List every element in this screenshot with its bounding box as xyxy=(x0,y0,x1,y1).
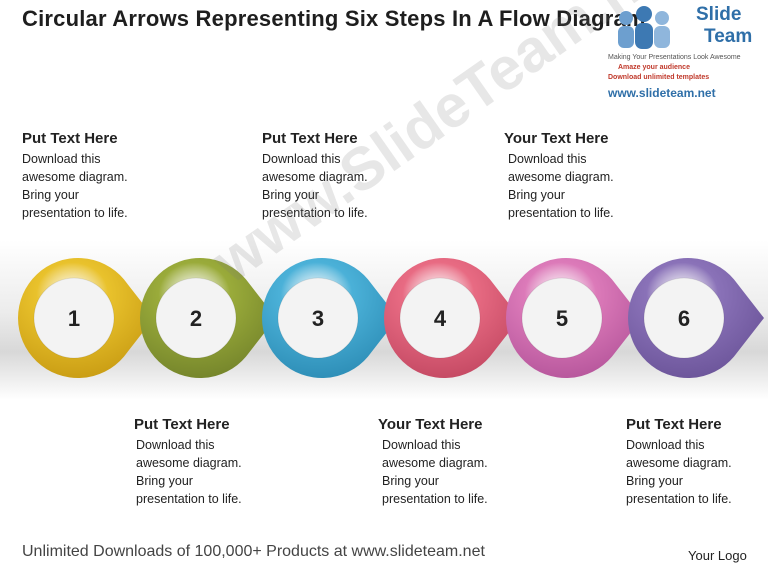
step-3-center xyxy=(277,277,359,359)
text-line: presentation to life. xyxy=(508,206,614,220)
bottom-text-block-1: Put Text Here Download this awesome diag… xyxy=(134,416,274,508)
text-heading: Put Text Here xyxy=(22,130,118,147)
text-line: awesome diagram. xyxy=(382,456,488,470)
logo-tagline: Making Your Presentations Look Awesome xyxy=(608,54,741,61)
step-5-center xyxy=(521,277,603,359)
text-body: Download this awesome diagram. Bring you… xyxy=(504,150,644,222)
text-line: presentation to life. xyxy=(136,492,242,506)
step-5-label: 5 xyxy=(556,306,568,331)
top-text-block-2: Put Text Here Download this awesome diag… xyxy=(262,130,402,222)
text-line: presentation to life. xyxy=(22,206,128,220)
step-1-label: 1 xyxy=(68,306,80,331)
logo-url[interactable]: www.slideteam.net xyxy=(608,86,716,100)
text-line: Download this xyxy=(136,438,215,452)
text-body: Download this awesome diagram. Bring you… xyxy=(626,436,766,508)
top-text-block-1: Put Text Here Download this awesome diag… xyxy=(22,130,162,222)
step-2-center xyxy=(155,277,237,359)
text-body: Download this awesome diagram. Bring you… xyxy=(262,150,402,222)
bottom-text-block-3: Put Text Here Download this awesome diag… xyxy=(626,416,766,508)
footer-text: Unlimited Downloads of 100,000+ Products… xyxy=(22,543,485,560)
circular-arrows-diagram: 1 2 3 4 5 6 xyxy=(18,258,764,378)
text-line: Download this xyxy=(508,152,587,166)
people-icon xyxy=(618,6,670,49)
text-line: awesome diagram. xyxy=(22,170,128,184)
text-line: Bring your xyxy=(626,474,683,488)
text-line: Bring your xyxy=(382,474,439,488)
logo-brand-line1: Slide xyxy=(696,4,742,25)
text-heading: Your Text Here xyxy=(504,130,609,147)
text-body: Download this awesome diagram. Bring you… xyxy=(378,436,518,508)
text-line: Bring your xyxy=(136,474,193,488)
text-body: Download this awesome diagram. Bring you… xyxy=(22,150,162,222)
text-line: Download this xyxy=(382,438,461,452)
text-line: Bring your xyxy=(262,188,319,202)
text-heading: Put Text Here xyxy=(626,416,722,433)
text-line: awesome diagram. xyxy=(508,170,614,184)
your-logo-placeholder: Your Logo xyxy=(688,548,747,563)
page-title: Circular Arrows Representing Six Steps I… xyxy=(22,6,646,31)
text-line: presentation to life. xyxy=(382,492,488,506)
text-line: awesome diagram. xyxy=(136,456,242,470)
step-1-center xyxy=(33,277,115,359)
step-6-center xyxy=(643,277,725,359)
step-3-label: 3 xyxy=(312,306,324,331)
step-2-label: 2 xyxy=(190,306,202,331)
text-line: awesome diagram. xyxy=(626,456,732,470)
text-line: presentation to life. xyxy=(626,492,732,506)
text-line: awesome diagram. xyxy=(262,170,368,184)
step-4-center xyxy=(399,277,481,359)
step-4-label: 4 xyxy=(434,306,447,331)
slideteam-logo: Slide Team Making Your Presentations Loo… xyxy=(608,2,764,102)
text-line: Download this xyxy=(626,438,705,452)
text-line: presentation to life. xyxy=(262,206,368,220)
logo-tagline-3: Download unlimited templates xyxy=(608,74,710,81)
logo-brand-line2: Team xyxy=(704,26,753,47)
text-heading: Your Text Here xyxy=(378,416,483,433)
bottom-text-block-2: Your Text Here Download this awesome dia… xyxy=(378,416,518,508)
logo-tagline-2: Amaze your audience xyxy=(618,64,690,71)
text-body: Download this awesome diagram. Bring you… xyxy=(134,436,274,508)
text-line: Download this xyxy=(262,152,341,166)
top-text-block-3: Your Text Here Download this awesome dia… xyxy=(504,130,644,222)
text-line: Download this xyxy=(22,152,101,166)
text-heading: Put Text Here xyxy=(134,416,230,433)
text-line: Bring your xyxy=(22,188,79,202)
text-heading: Put Text Here xyxy=(262,130,358,147)
text-line: Bring your xyxy=(508,188,565,202)
step-6-label: 6 xyxy=(678,306,690,331)
